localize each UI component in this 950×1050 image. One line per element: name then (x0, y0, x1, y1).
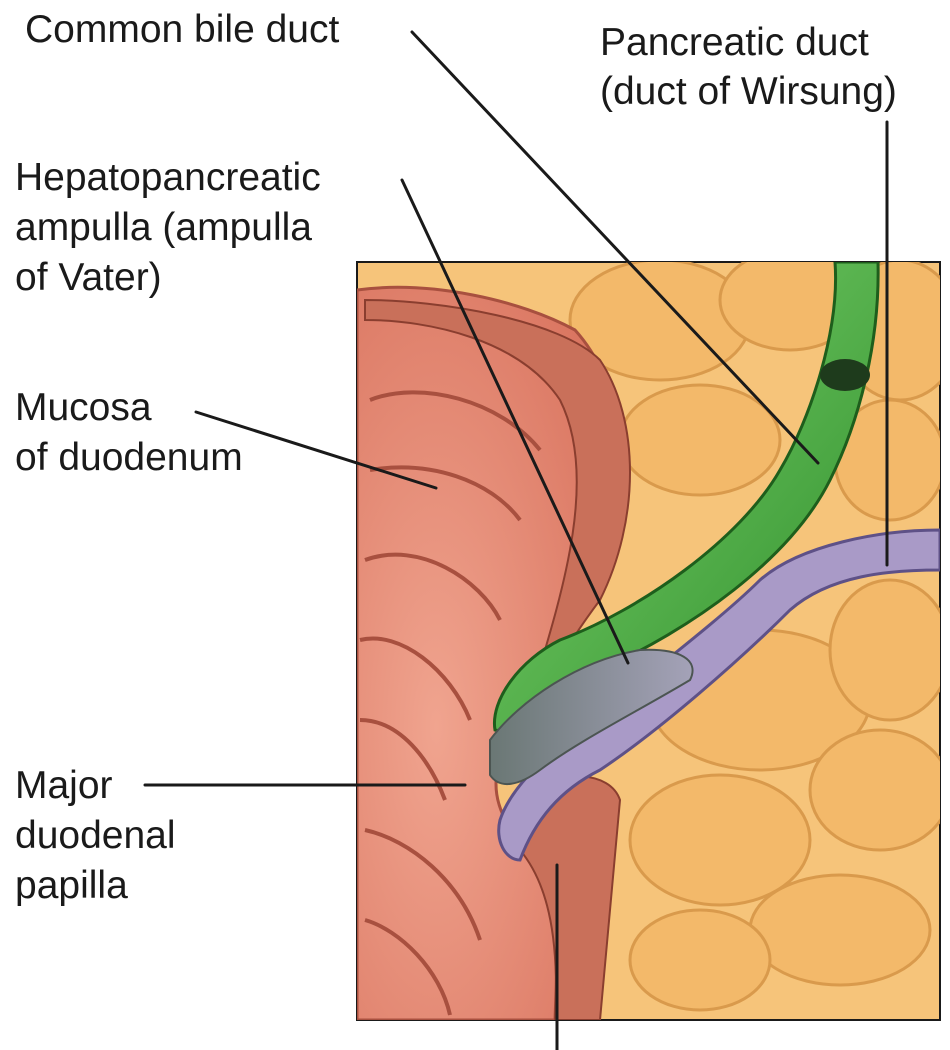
label-hepatopancreatic-ampulla: Hepatopancreatic ampulla (ampulla of Vat… (15, 156, 332, 299)
label-pancreatic-duct: Pancreatic duct (duct of Wirsung) (600, 21, 897, 113)
label-mucosa-of-duodenum: Mucosa of duodenum (15, 386, 243, 479)
anatomy-illustration (357, 250, 950, 1020)
label-common-bile-duct: Common bile duct (25, 8, 339, 51)
bile-duct-lumen (820, 359, 870, 391)
